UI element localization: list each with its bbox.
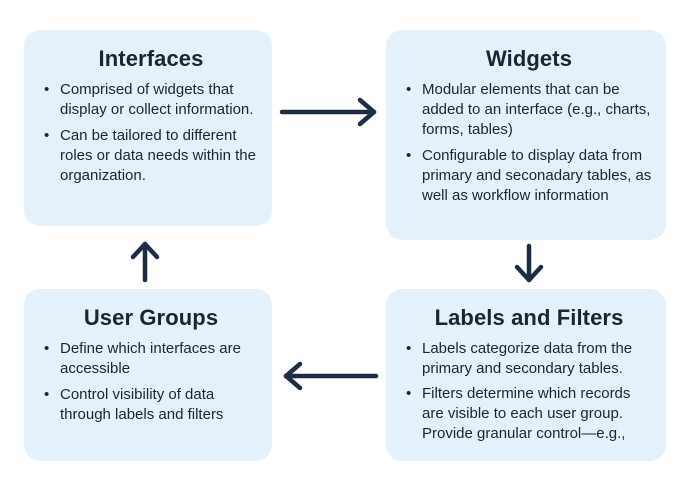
labels-filters-bullet-list: Labels categorize data from the primary … xyxy=(406,339,652,444)
user-groups-bullet-list: Define which interfaces are accessible C… xyxy=(44,339,258,425)
arrow-up-icon xyxy=(130,241,160,283)
labels-filters-title: Labels and Filters xyxy=(434,305,624,330)
widgets-bullet: Configurable to display data from primar… xyxy=(406,146,652,206)
arrow-left-icon xyxy=(283,361,379,391)
widgets-bullet-list: Modular elements that can be added to an… xyxy=(406,80,652,206)
arrow-right-icon xyxy=(279,97,377,127)
widgets-card: Widgets Modular elements that can be add… xyxy=(386,30,666,240)
arrow-right-head xyxy=(357,97,377,127)
arrow-down-icon xyxy=(514,243,544,283)
user-groups-card: User Groups Define which interfaces are … xyxy=(24,289,272,461)
arrow-down-head xyxy=(514,264,544,283)
interfaces-bullet-list: Comprised of widgets that display or col… xyxy=(44,80,258,186)
arrow-up-head xyxy=(130,241,160,260)
labels-filters-bullet: Labels categorize data from the primary … xyxy=(406,339,652,379)
labels-filters-bullet: Filters determine which records are visi… xyxy=(406,384,652,444)
interfaces-bullet: Can be tailored to different roles or da… xyxy=(44,126,258,186)
labels-filters-card: Labels and Filters Labels categorize dat… xyxy=(386,289,666,461)
interfaces-bullet: Comprised of widgets that display or col… xyxy=(44,80,258,120)
user-groups-bullet: Control visibility of data through label… xyxy=(44,385,258,425)
interfaces-card: Interfaces Comprised of widgets that dis… xyxy=(24,30,272,226)
arrow-left-head xyxy=(283,361,303,391)
widgets-bullet: Modular elements that can be added to an… xyxy=(406,80,652,140)
interfaces-title: Interfaces xyxy=(98,46,204,71)
widgets-title: Widgets xyxy=(485,46,573,71)
user-groups-bullet: Define which interfaces are accessible xyxy=(44,339,258,379)
user-groups-title: User Groups xyxy=(83,305,219,330)
